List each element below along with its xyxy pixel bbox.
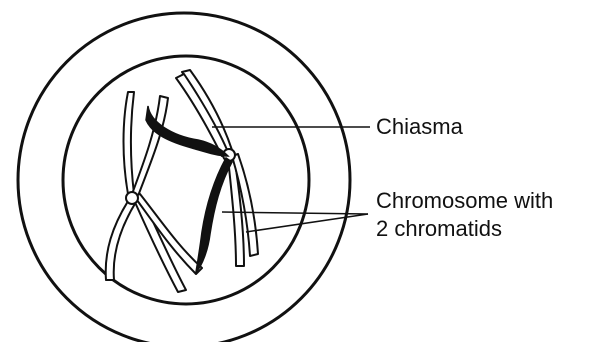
cell-membrane [18,13,350,342]
chromatid [124,92,135,194]
chromosome-label-line1: Chromosome with [376,188,553,214]
chiasma-label: Chiasma [376,114,463,140]
dark-chromatid-bottom [196,158,232,272]
chromosome-label-line2: 2 chromatids [376,216,502,242]
centromere [126,192,138,204]
chromosome-pair [106,70,258,292]
chromosome-pointer-lower [246,214,368,232]
chromatid [106,198,136,280]
